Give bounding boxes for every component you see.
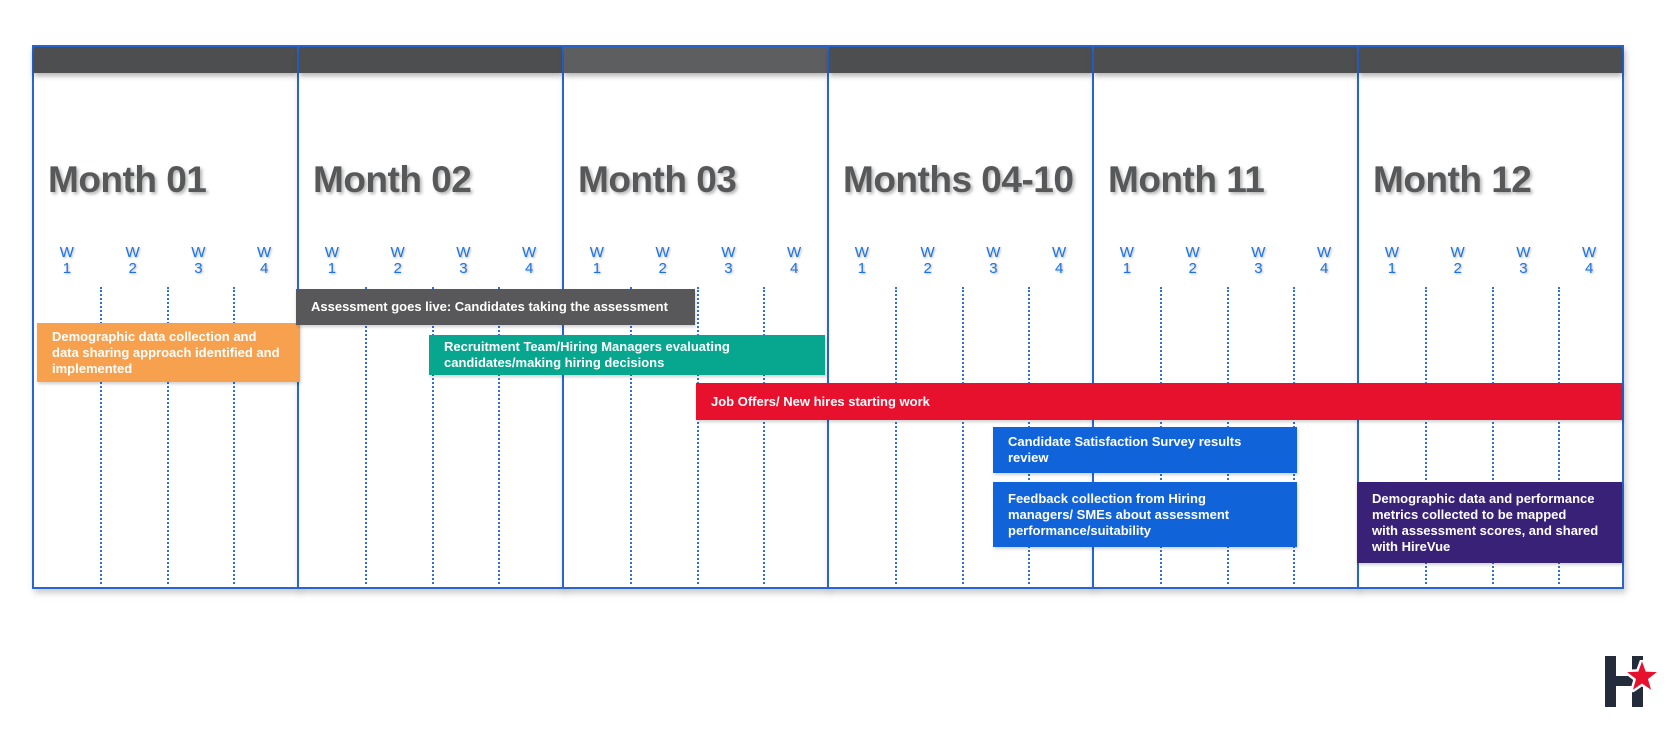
month-title: Month 12 [1373,159,1532,200]
week-separator-line [166,287,169,584]
week-label-w2: W 2 [125,244,140,277]
week-label-row: W 1 W 2 W 3 W 4 [34,245,297,277]
week-label-w2: W 2 [1450,244,1465,277]
star-icon [1625,660,1659,693]
week-label-w3: W 3 [1251,244,1266,277]
week-label-w1: W 1 [1384,244,1399,277]
week-label-w2: W 2 [655,244,670,277]
week-separator-line [630,287,633,584]
week-label-w3: W 3 [1516,244,1531,277]
week-separator-line [1292,287,1295,584]
week-label-w3: W 3 [986,244,1001,277]
week-separator-line [1226,287,1229,584]
logo-h-crossbar [1605,676,1643,686]
week-separator-line [1557,287,1560,584]
month-header-band [829,47,1092,73]
week-label-w4: W 4 [787,244,802,277]
task-bar-6: Feedback collection from Hiring managers… [993,482,1297,547]
week-separator-line [232,287,235,584]
week-label-w1: W 1 [1119,244,1134,277]
week-label-w1: W 1 [589,244,604,277]
week-label-w3: W 3 [191,244,206,277]
week-label-w1: W 1 [324,244,339,277]
week-label-w4: W 4 [1052,244,1067,277]
week-label-row: W 1 W 2 W 3 W 4 [829,245,1092,277]
week-label-w3: W 3 [456,244,471,277]
task-bar-5: Candidate Satisfaction Survey results re… [993,427,1297,473]
week-label-w4: W 4 [1317,244,1332,277]
week-label-row: W 1 W 2 W 3 W 4 [564,245,827,277]
week-separator-line [431,287,434,584]
week-separator-line [365,287,368,584]
task-bar-label: Demographic data collection and data sha… [52,328,280,376]
month-title: Month 02 [313,159,472,200]
month-title: Month 03 [578,159,737,200]
week-label-w4: W 4 [257,244,272,277]
task-bar-label: Recruitment Team/Hiring Managers evaluat… [444,339,730,370]
week-label-w2: W 2 [390,244,405,277]
month-header-band [564,47,827,73]
week-label-w1: W 1 [59,244,74,277]
week-separator-line [895,287,898,584]
month-title: Months 04-10 [843,159,1074,200]
hirevue-logo [1605,656,1667,708]
week-label-w2: W 2 [920,244,935,277]
week-label-row: W 1 W 2 W 3 W 4 [1094,245,1357,277]
month-column-1: Month 01 W 1 W 2 W 3 W 4 [32,45,299,589]
month-column-6: Month 12 W 1 W 2 W 3 W 4 [1357,45,1624,589]
week-separator-line [1491,287,1494,584]
month-column-3: Month 03 W 1 W 2 W 3 W 4 [562,45,829,589]
task-bar-label: Candidate Satisfaction Survey results re… [1008,434,1242,465]
week-separator-line [1027,287,1030,584]
week-separator-line [1160,287,1163,584]
week-separator-line [1425,287,1428,584]
week-separator-line [696,287,699,584]
week-label-w1: W 1 [854,244,869,277]
task-bar-label: Feedback collection from Hiring managers… [1008,490,1230,538]
task-bar-1: Demographic data collection and data sha… [37,323,300,382]
week-separator-line [762,287,765,584]
task-bar-7: Demographic data and performance metrics… [1357,482,1622,563]
week-label-row: W 1 W 2 W 3 W 4 [299,245,562,277]
week-label-w4: W 4 [522,244,537,277]
week-label-w4: W 4 [1582,244,1597,277]
month-header-band [1359,47,1622,73]
week-label-w3: W 3 [721,244,736,277]
week-separator-line [497,287,500,584]
month-column-5: Month 11 W 1 W 2 W 3 W 4 [1092,45,1359,589]
month-column-4: Months 04-10 W 1 W 2 W 3 W 4 [827,45,1094,589]
week-label-w2: W 2 [1185,244,1200,277]
task-bar-label: Job Offers/ New hires starting work [711,393,930,409]
task-bar-2: Assessment goes live: Candidates taking … [296,289,695,325]
week-separator-line [961,287,964,584]
task-bar-3: Recruitment Team/Hiring Managers evaluat… [429,335,825,375]
month-column-2: Month 02 W 1 W 2 W 3 W 4 [297,45,564,589]
week-label-row: W 1 W 2 W 3 W 4 [1359,245,1622,277]
task-bar-label: Demographic data and performance metrics… [1372,490,1599,554]
week-separator-line [100,287,103,584]
month-header-band [299,47,562,73]
task-bar-label: Assessment goes live: Candidates taking … [311,299,668,314]
month-title: Month 01 [48,159,207,200]
month-header-band [1094,47,1357,73]
task-bar-4: Job Offers/ New hires starting work [696,383,1622,420]
month-header-band [34,47,297,73]
month-title: Month 11 [1108,159,1265,200]
